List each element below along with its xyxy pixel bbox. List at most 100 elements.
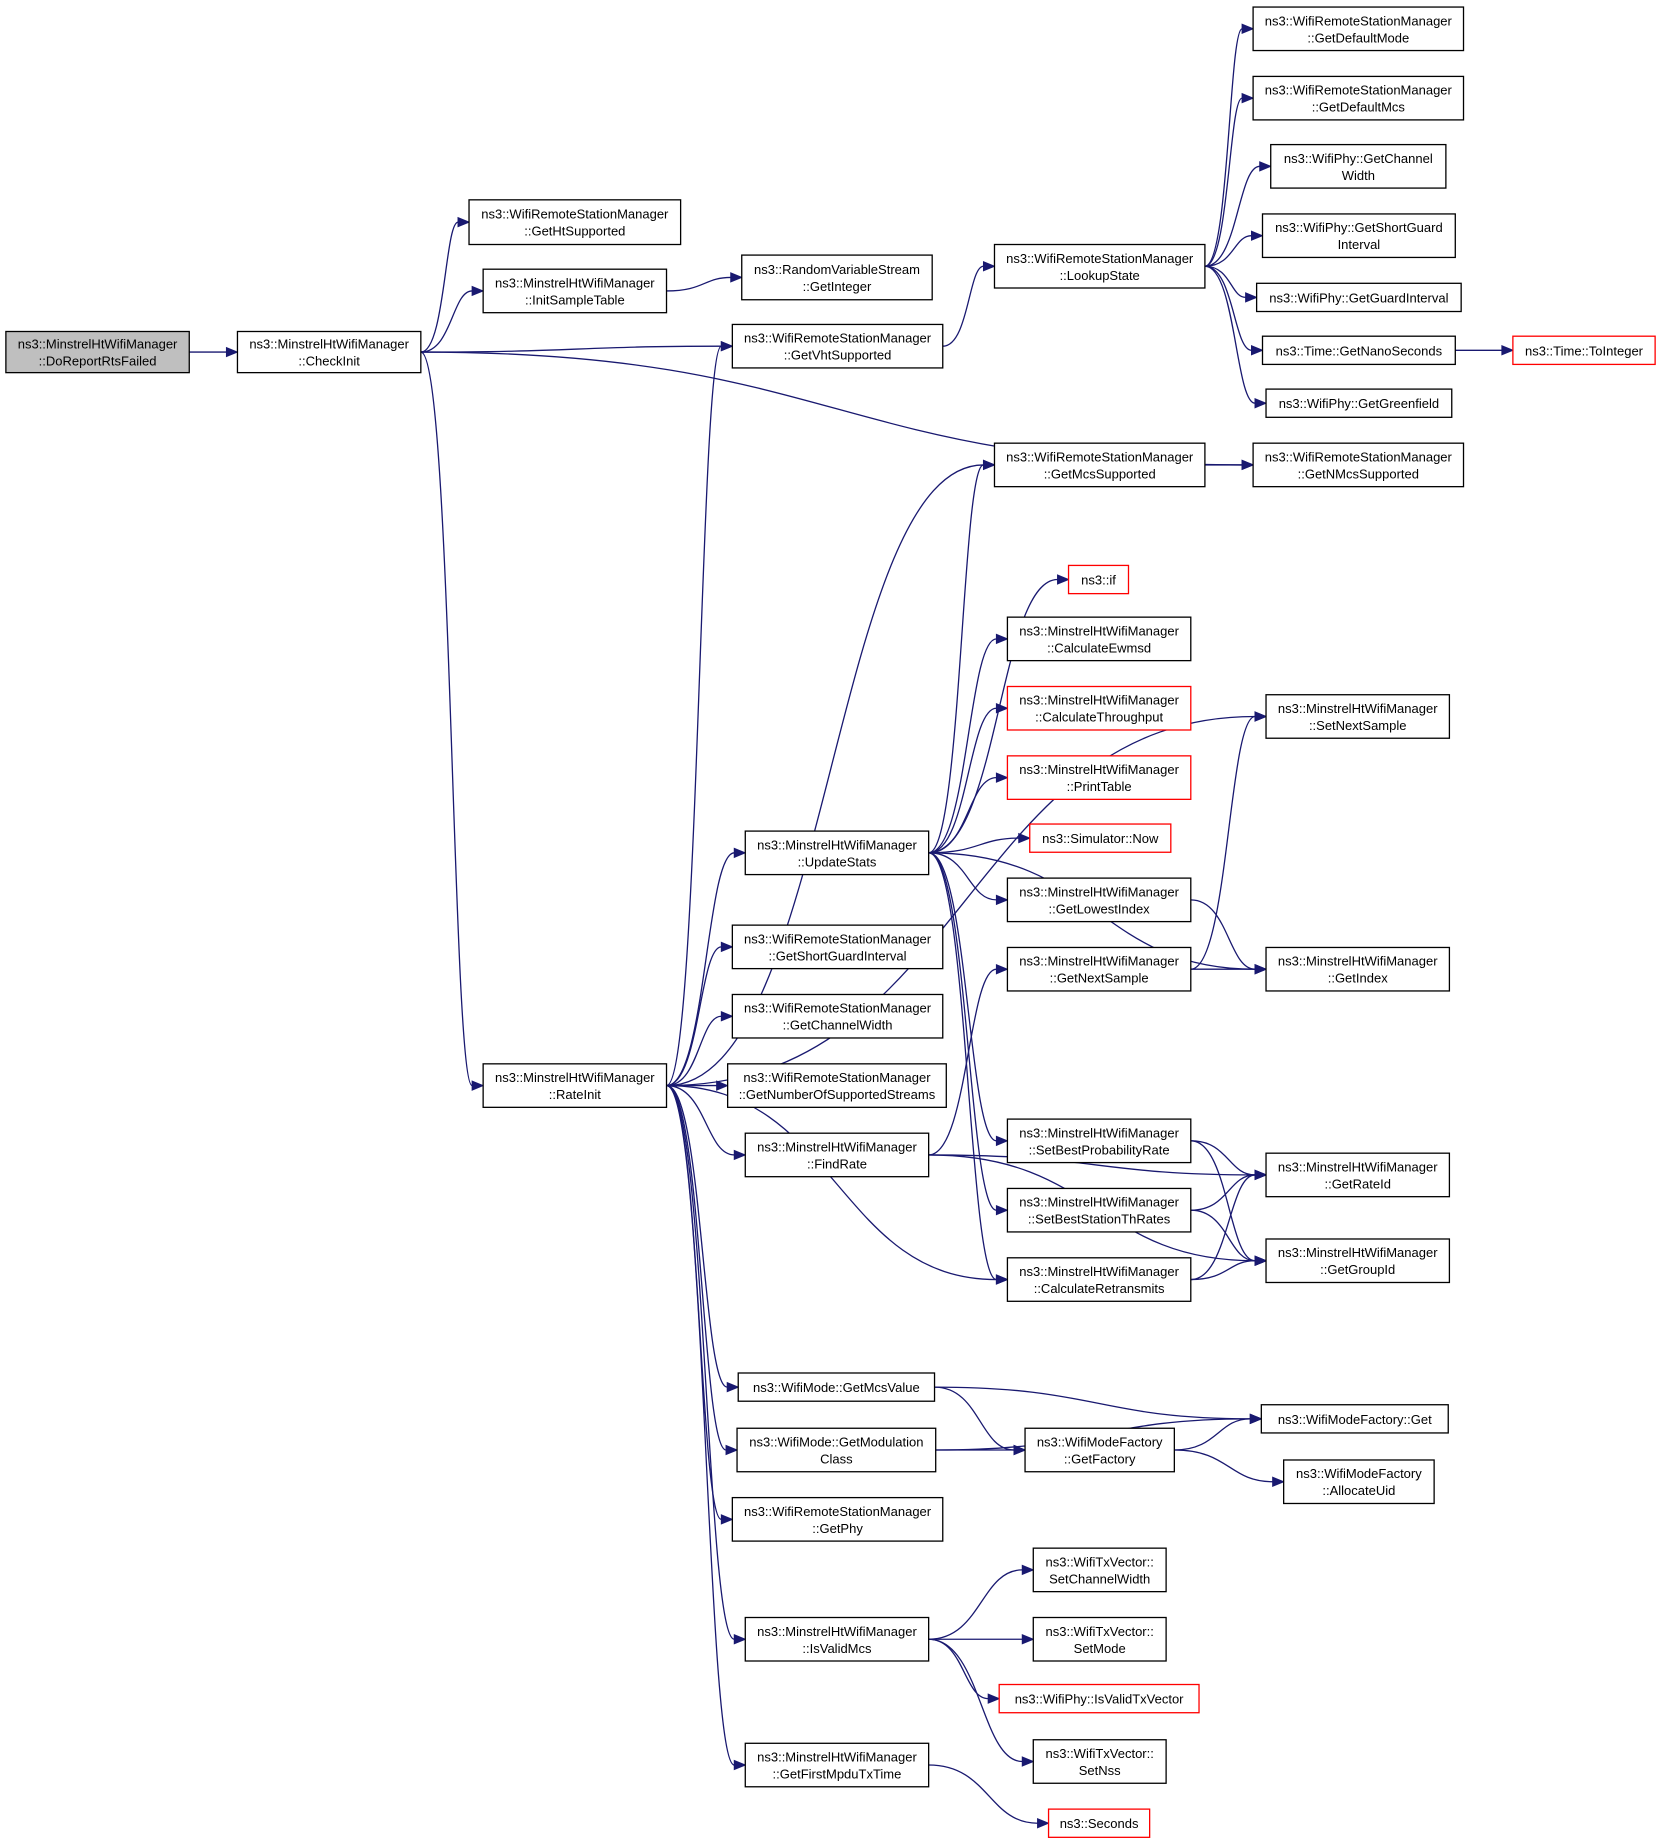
- node-set-best-thr[interactable]: ns3::MinstrelHtWifiManager::SetBestStati…: [1006, 1187, 1192, 1233]
- node-n-mcs-supported[interactable]: ns3::WifiRemoteStationManager::GetNMcsSu…: [1252, 442, 1465, 488]
- node-update-stats[interactable]: ns3::MinstrelHtWifiManager::UpdateStats: [744, 830, 930, 876]
- node-label: ns3::WifiRemoteStationManager: [1265, 83, 1453, 98]
- arrowhead: [982, 261, 996, 272]
- node-calc-ewmsd[interactable]: ns3::MinstrelHtWifiManager::CalculateEwm…: [1006, 616, 1192, 662]
- node-get-vht[interactable]: ns3::WifiRemoteStationManager::GetVhtSup…: [731, 323, 944, 369]
- node-get-phy[interactable]: ns3::WifiRemoteStationManager::GetPhy: [731, 1496, 944, 1542]
- node-check-init[interactable]: ns3::MinstrelHtWifiManager::CheckInit: [236, 330, 422, 374]
- arrowhead: [716, 1080, 729, 1091]
- node-label: Interval: [1338, 237, 1381, 252]
- node-label: ::GetVhtSupported: [784, 348, 892, 363]
- node-get-group-id[interactable]: ns3::MinstrelHtWifiManager::GetGroupId: [1265, 1238, 1451, 1284]
- node-alloc-uid[interactable]: ns3::WifiModeFactory::AllocateUid: [1283, 1459, 1435, 1505]
- node-label: ::CalculateThroughput: [1035, 710, 1163, 725]
- node-phy-guard[interactable]: ns3::WifiPhy::GetGuardInterval: [1255, 282, 1462, 313]
- node-print-table[interactable]: ns3::MinstrelHtWifiManager::PrintTable: [1006, 755, 1192, 800]
- edge-mcs-value-to-get-factory: [934, 1386, 1015, 1451]
- node-calc-retrans[interactable]: ns3::MinstrelHtWifiManager::CalculateRet…: [1006, 1257, 1192, 1302]
- node-sim-now[interactable]: ns3::Simulator::Now: [1029, 823, 1172, 853]
- arrowhead: [1241, 459, 1255, 471]
- node-first-mpdu[interactable]: ns3::MinstrelHtWifiManager::GetFirstMpdu…: [744, 1742, 930, 1788]
- node-label: ns3::if: [1081, 573, 1116, 588]
- arrowhead: [1013, 1444, 1027, 1456]
- node-default-mode[interactable]: ns3::WifiRemoteStationManager::GetDefaul…: [1252, 6, 1465, 52]
- edge-rate-init-to-calc-retrans: [666, 1084, 997, 1281]
- edge-update-stats-to-set-best-prob: [928, 852, 997, 1142]
- node-set-best-prob[interactable]: ns3::MinstrelHtWifiManager::SetBestProba…: [1006, 1118, 1192, 1164]
- node-box: [1261, 213, 1456, 259]
- node-rvs-get-integer[interactable]: ns3::RandomVariableStream::GetInteger: [741, 254, 933, 301]
- arrowhead: [995, 1274, 1009, 1285]
- arrowhead: [987, 1693, 1001, 1704]
- node-is-valid-tx[interactable]: ns3::WifiPhy::IsValidTxVector: [998, 1683, 1200, 1714]
- node-short-guard[interactable]: ns3::WifiRemoteStationManager::GetShortG…: [731, 924, 944, 970]
- node-to-integer[interactable]: ns3::Time::ToInteger: [1512, 335, 1656, 366]
- node-box: [1265, 388, 1453, 418]
- arrowhead: [1241, 23, 1255, 35]
- edge-next-sample-to-set-next-sample: [1190, 715, 1256, 970]
- node-get-index[interactable]: ns3::MinstrelHtWifiManager::GetIndex: [1265, 946, 1451, 992]
- node-chan-width[interactable]: ns3::WifiRemoteStationManager::GetChanne…: [731, 993, 944, 1039]
- arrowhead: [1037, 1817, 1050, 1829]
- arrowhead: [995, 703, 1009, 714]
- node-next-sample[interactable]: ns3::MinstrelHtWifiManager::GetNextSampl…: [1006, 946, 1192, 992]
- edge-lookup-state-to-greenfield: [1204, 265, 1256, 404]
- node-nano-seconds[interactable]: ns3::Time::GetNanoSeconds: [1261, 335, 1456, 366]
- node-do-report[interactable]: ns3::MinstrelHtWifiManager::DoReportRtsF…: [5, 330, 190, 374]
- arrowhead: [1272, 1476, 1285, 1487]
- node-label: ::UpdateStats: [798, 854, 877, 869]
- edge-is-valid-mcs-to-is-valid-tx: [928, 1638, 989, 1700]
- node-greenfield[interactable]: ns3::WifiPhy::GetGreenfield: [1265, 388, 1453, 418]
- node-mcs-supported[interactable]: ns3::WifiRemoteStationManager::GetMcsSup…: [993, 442, 1206, 488]
- node-label: ns3::Seconds: [1060, 1816, 1139, 1831]
- node-seconds[interactable]: ns3::Seconds: [1047, 1808, 1151, 1838]
- node-lowest-index[interactable]: ns3::MinstrelHtWifiManager::GetLowestInd…: [1006, 877, 1192, 923]
- node-tx-set-chan[interactable]: ns3::WifiTxVector::SetChannelWidth: [1032, 1547, 1167, 1593]
- node-mcs-value[interactable]: ns3::WifiMode::GetMcsValue: [737, 1372, 936, 1402]
- node-label: ns3::MinstrelHtWifiManager: [757, 1750, 917, 1765]
- edge-rate-init-to-short-guard: [666, 946, 722, 1087]
- node-calc-throughput[interactable]: ns3::MinstrelHtWifiManager::CalculateThr…: [1006, 685, 1192, 731]
- edge-rate-init-to-mcs-value: [666, 1084, 728, 1388]
- node-tx-set-mode[interactable]: ns3::WifiTxVector::SetMode: [1032, 1616, 1167, 1662]
- node-default-mcs[interactable]: ns3::WifiRemoteStationManager::GetDefaul…: [1252, 75, 1465, 121]
- node-label: ::GetHtSupported: [524, 224, 625, 239]
- node-label: ns3::MinstrelHtWifiManager: [1019, 762, 1179, 777]
- edge-init-sample-to-rvs-get-integer: [666, 276, 731, 292]
- node-box: [1029, 823, 1172, 853]
- node-rate-init[interactable]: ns3::MinstrelHtWifiManager::RateInit: [482, 1063, 668, 1108]
- node-box: [1024, 1427, 1175, 1473]
- node-box: [1067, 564, 1130, 595]
- node-lookup-state[interactable]: ns3::WifiRemoteStationManager::LookupSta…: [993, 243, 1206, 289]
- node-ns-if[interactable]: ns3::if: [1067, 564, 1130, 595]
- node-get-rate-id[interactable]: ns3::MinstrelHtWifiManager::GetRateId: [1265, 1152, 1451, 1198]
- node-label: ::GetFirstMpduTxTime: [773, 1767, 902, 1782]
- node-label: SetChannelWidth: [1049, 1571, 1150, 1586]
- node-tx-set-nss[interactable]: ns3::WifiTxVector::SetNss: [1032, 1739, 1167, 1784]
- node-find-rate[interactable]: ns3::MinstrelHtWifiManager::FindRate: [744, 1132, 930, 1178]
- node-get-ht-supported[interactable]: ns3::WifiRemoteStationManager::GetHtSupp…: [468, 199, 682, 246]
- node-phy-short-guard[interactable]: ns3::WifiPhy::GetShortGuardInterval: [1261, 213, 1456, 259]
- node-box: [482, 268, 668, 314]
- node-label: ::DoReportRtsFailed: [39, 354, 157, 369]
- node-is-valid-mcs[interactable]: ns3::MinstrelHtWifiManager::IsValidMcs: [744, 1616, 930, 1662]
- node-box: [1006, 755, 1192, 800]
- edge-check-init-to-get-ht-supported: [420, 221, 459, 353]
- node-set-next-sample[interactable]: ns3::MinstrelHtWifiManager::SetNextSampl…: [1265, 694, 1451, 739]
- arrowhead: [1241, 92, 1255, 104]
- node-label: ::CalculateRetransmits: [1034, 1281, 1165, 1296]
- node-label: ::GetFactory: [1064, 1451, 1136, 1466]
- node-phy-chan-width[interactable]: ns3::WifiPhy::GetChannelWidth: [1270, 143, 1447, 189]
- node-init-sample[interactable]: ns3::MinstrelHtWifiManager::InitSampleTa…: [482, 268, 668, 314]
- arrowhead: [1021, 1634, 1035, 1645]
- node-factory-get[interactable]: ns3::WifiModeFactory::Get: [1260, 1404, 1449, 1434]
- node-get-factory[interactable]: ns3::WifiModeFactory::GetFactory: [1024, 1427, 1175, 1473]
- edge-lookup-state-to-default-mcs: [1204, 97, 1243, 267]
- node-box: [1265, 946, 1451, 992]
- node-label: ns3::MinstrelHtWifiManager: [495, 1070, 655, 1085]
- node-num-streams[interactable]: ns3::WifiRemoteStationManager::GetNumber…: [726, 1063, 947, 1108]
- node-box: [731, 924, 944, 970]
- edge-lookup-state-to-phy-chan-width: [1204, 165, 1260, 267]
- edge-update-stats-to-mcs-supported: [928, 464, 985, 854]
